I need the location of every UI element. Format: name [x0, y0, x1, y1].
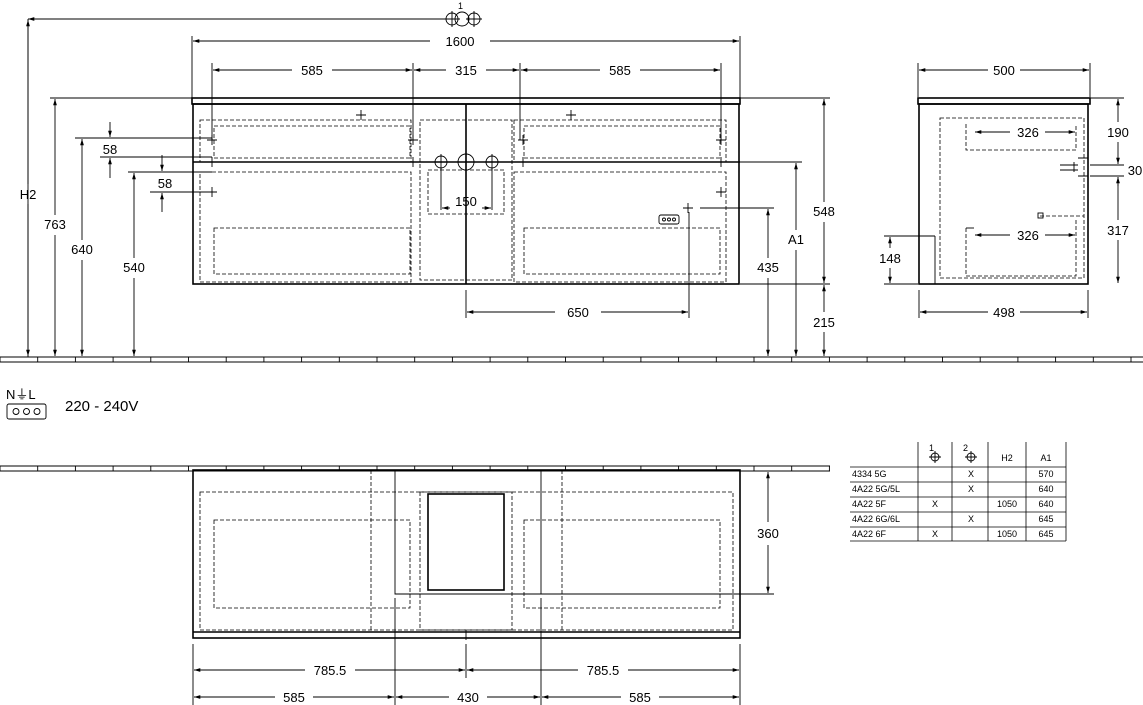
voltage-label: 220 - 240V	[65, 398, 138, 415]
side-body	[918, 103, 1089, 285]
n-pe-l-label: N⏚L	[6, 387, 36, 402]
tap-holes-icon	[433, 153, 500, 171]
plan-body	[192, 469, 741, 639]
marker-1: 1	[458, 1, 463, 11]
table-cell: X	[932, 499, 938, 509]
col-2-marker: 2	[963, 443, 968, 453]
countertop	[191, 97, 741, 105]
center-cutout	[419, 119, 513, 281]
table-cell: 645	[1038, 514, 1053, 524]
table-cell: X	[968, 514, 974, 524]
dim-drain-offset: 650	[567, 305, 589, 320]
dim-side-inner-depth: 498	[993, 305, 1015, 320]
dim-side-lower-height: 317	[1107, 223, 1129, 238]
dim-side-drawer-lower: 326	[1017, 228, 1039, 243]
left-upper-drawer	[199, 119, 412, 163]
dim-side-gap: 30	[1128, 163, 1142, 178]
left-lower-drawer	[199, 171, 412, 283]
table-cell: 4A22 6F	[852, 529, 887, 539]
dim-215: 215	[813, 315, 835, 330]
table-cell: 570	[1038, 469, 1053, 479]
col-1-marker: 1	[929, 443, 934, 453]
dim-left-width: 585	[301, 63, 323, 78]
table-cell: 1050	[997, 499, 1017, 509]
plan-view	[192, 469, 741, 640]
table-cell: 640	[1038, 499, 1053, 509]
dim-plan-depth: 360	[757, 526, 779, 541]
side-dimensions: 500 326 326 190 30 317 148 498	[879, 63, 1142, 320]
table-cell: 4A22 6G/6L	[852, 514, 900, 524]
dim-a1: A1	[788, 232, 804, 247]
table-cell: X	[932, 529, 938, 539]
dim-side-top-offset: 190	[1107, 125, 1129, 140]
plan-dimensions: 360 785.5 785.5 585 430 585	[192, 470, 779, 705]
front-view	[191, 97, 741, 285]
dim-plan-mid: 430	[457, 690, 479, 705]
tap-hole-2-icon	[965, 451, 977, 463]
side-view	[917, 97, 1091, 285]
table-cell: 640	[1038, 484, 1053, 494]
dim-half-left: 785.5	[314, 663, 347, 678]
dim-548: 548	[813, 204, 835, 219]
front-dimensions: 1 1600 585 315 585 H2 763	[20, 1, 835, 357]
table-cell: X	[968, 469, 974, 479]
dim-58-lower: 58	[158, 176, 172, 191]
dim-tap-spacing: 150	[455, 194, 477, 209]
dim-435: 435	[757, 260, 779, 275]
variant-table: 1 2 H2 A1 4334 5G X 570 4A22 5G/5L X 640 4A22 …	[850, 442, 1067, 542]
dim-half-right: 785.5	[587, 663, 620, 678]
dim-side-base: 148	[879, 251, 901, 266]
table-cell: 1050	[997, 529, 1017, 539]
dim-side-depth: 500	[993, 63, 1015, 78]
col-h2-header: H2	[1001, 453, 1013, 463]
table-cell: 4334 5G	[852, 469, 887, 479]
dim-side-drawer-upper: 326	[1017, 125, 1039, 140]
col-a1-header: A1	[1040, 453, 1051, 463]
table-cell: 4A22 5G/5L	[852, 484, 900, 494]
table-cell: 645	[1038, 529, 1053, 539]
dim-right-width: 585	[609, 63, 631, 78]
tap-hole-1-icon	[929, 451, 941, 463]
dim-plan-right: 585	[629, 690, 651, 705]
floor-line-upper	[0, 356, 1143, 363]
socket-icon	[658, 214, 680, 225]
dim-763: 763	[44, 217, 66, 232]
table-cell: 4A22 5F	[852, 499, 887, 509]
dim-640: 640	[71, 242, 93, 257]
table-cell: X	[968, 484, 974, 494]
dim-h2: H2	[20, 187, 37, 202]
floor-line-lower	[0, 465, 830, 472]
tap-holes-top-icon	[444, 11, 482, 27]
dim-58-upper: 58	[103, 142, 117, 157]
dim-plan-left: 585	[283, 690, 305, 705]
dim-total-width: 1600	[446, 34, 475, 49]
dim-540: 540	[123, 260, 145, 275]
electrical-symbol: N⏚L 220 - 240V	[6, 387, 138, 420]
right-lower-drawer	[513, 171, 727, 283]
dim-mid-width: 315	[455, 63, 477, 78]
